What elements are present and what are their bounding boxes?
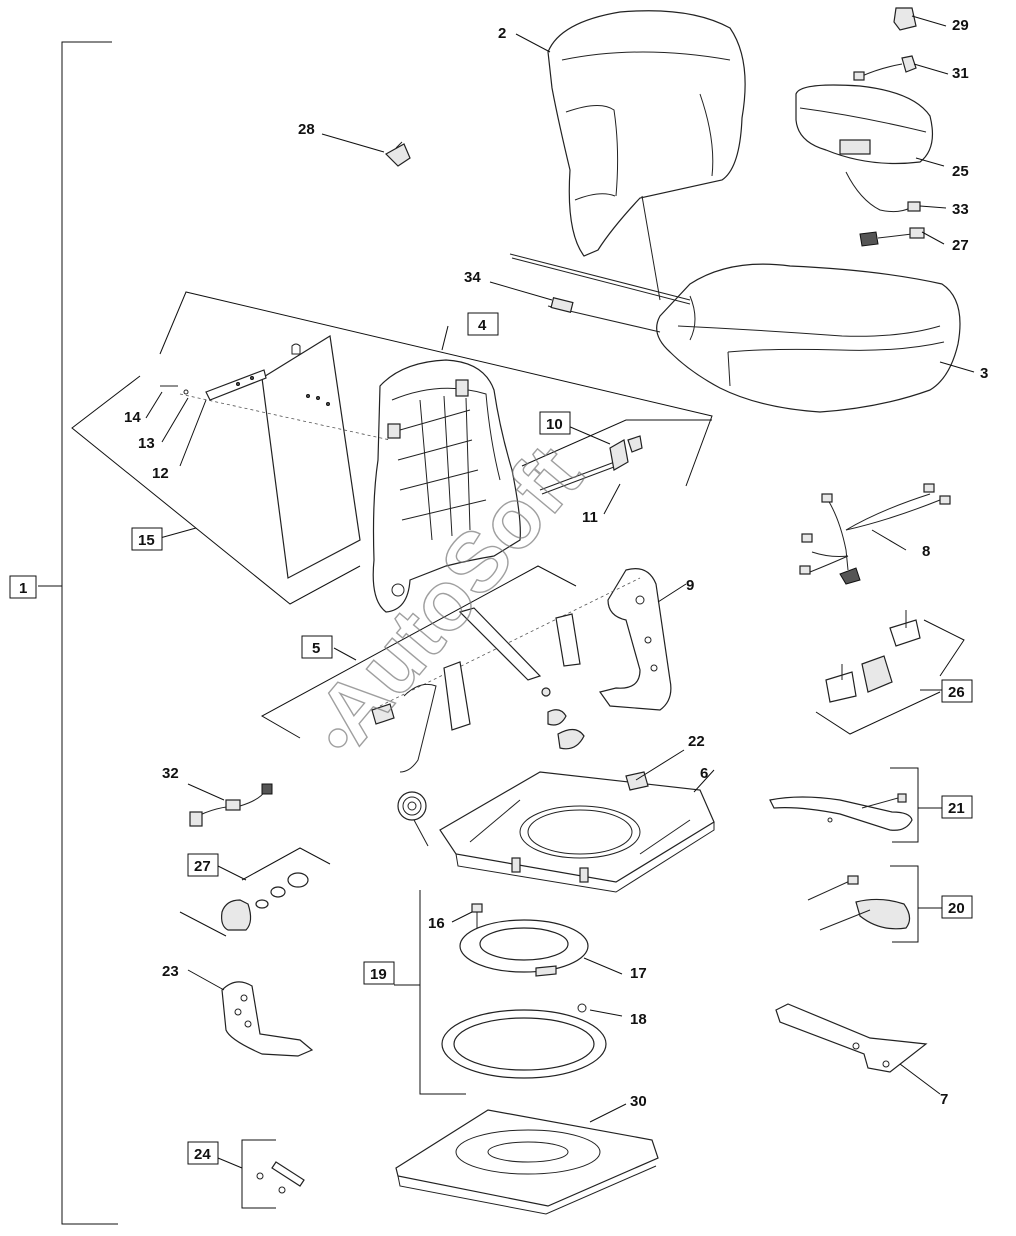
- callout-5: 5: [312, 640, 320, 657]
- backrest-cushion: [547, 10, 746, 301]
- armrest: [795, 84, 933, 165]
- callout-22: 22: [688, 733, 705, 750]
- bracket-12: [205, 369, 267, 401]
- callout-24-box: 24: [187, 1141, 219, 1165]
- callout-27-box: 27: [187, 853, 219, 877]
- lever-group-21: [769, 767, 919, 843]
- mechanism-group-5: [260, 565, 585, 773]
- callout-26: 26: [948, 684, 965, 701]
- callout-27-top: 27: [952, 237, 969, 254]
- callout-20: 20: [948, 900, 965, 917]
- callout-10-box: 10: [539, 411, 571, 435]
- callout-33: 33: [952, 201, 969, 218]
- callout-16: 16: [428, 915, 445, 932]
- callout-4: 4: [478, 317, 487, 334]
- switch-29: [893, 7, 917, 31]
- callout-14: 14: [124, 409, 141, 426]
- pin-group-24: [217, 1139, 305, 1209]
- callout-10: 10: [546, 416, 563, 433]
- switch-31: [853, 55, 917, 81]
- cable-rod: [509, 253, 691, 333]
- lever-group-20: [807, 865, 919, 943]
- hinge-group-26: [815, 610, 965, 735]
- callout-30: 30: [630, 1093, 647, 1110]
- rod-10: [521, 419, 712, 495]
- harness-32: [189, 783, 273, 827]
- callout-19: 19: [370, 966, 387, 983]
- callout-24: 24: [194, 1146, 211, 1163]
- callout-20-box: 20: [941, 895, 973, 919]
- callout-7: 7: [940, 1091, 948, 1108]
- switch-28: [385, 141, 411, 167]
- group-15-frame: [71, 375, 361, 605]
- base-plate-30: [395, 1109, 659, 1215]
- seat-cushion: [656, 263, 961, 413]
- callout-1: 1: [19, 580, 27, 597]
- callout-3: 3: [980, 365, 988, 382]
- callout-15: 15: [138, 532, 155, 549]
- callout-19-box: 19: [363, 961, 395, 985]
- bracket-23: [221, 981, 314, 1057]
- wiring-harness: [799, 483, 951, 585]
- connector-27-top: [859, 227, 925, 247]
- leader-lines: [145, 15, 975, 1123]
- callout-11: 11: [582, 509, 598, 526]
- callout-21: 21: [948, 800, 965, 817]
- callout-28: 28: [298, 121, 315, 138]
- callouts: 2 3 6 7 8 9 11 12 13 14 16 17 18 22 23 2…: [124, 17, 988, 1110]
- callout-32: 32: [162, 765, 179, 782]
- callout-31: 31: [952, 65, 969, 82]
- callout-34: 34: [464, 269, 481, 286]
- callout-9: 9: [686, 577, 694, 594]
- coil-spring: [397, 791, 429, 847]
- callout-13: 13: [138, 435, 155, 452]
- callout-21-box: 21: [941, 795, 973, 819]
- callout-15-box: 15: [131, 527, 163, 551]
- backboard: [179, 335, 391, 579]
- bracket-7: [775, 1003, 928, 1073]
- callout-29: 29: [952, 17, 969, 34]
- seat-base-frame: [439, 771, 715, 893]
- assembly-bracket: [38, 41, 118, 1225]
- callout-26-box: 26: [941, 679, 973, 703]
- backrest-frame-group: [159, 291, 713, 613]
- callout-8: 8: [922, 543, 930, 560]
- callout-1-box: 1: [9, 575, 37, 599]
- swivel-group-19: [394, 890, 607, 1095]
- callout-18: 18: [630, 1011, 647, 1028]
- callout-4-box: 4: [467, 312, 499, 336]
- callout-2: 2: [498, 25, 506, 42]
- wire-33: [845, 171, 921, 213]
- callout-5-box: 5: [301, 635, 333, 659]
- callout-17: 17: [630, 965, 647, 982]
- callout-23: 23: [162, 963, 179, 980]
- screw-14: [160, 385, 189, 395]
- callout-25: 25: [952, 163, 969, 180]
- callout-12: 12: [152, 465, 169, 482]
- damper-group-27: [179, 847, 331, 937]
- callout-27-bottom: 27: [194, 858, 211, 875]
- callout-6: 6: [700, 765, 708, 782]
